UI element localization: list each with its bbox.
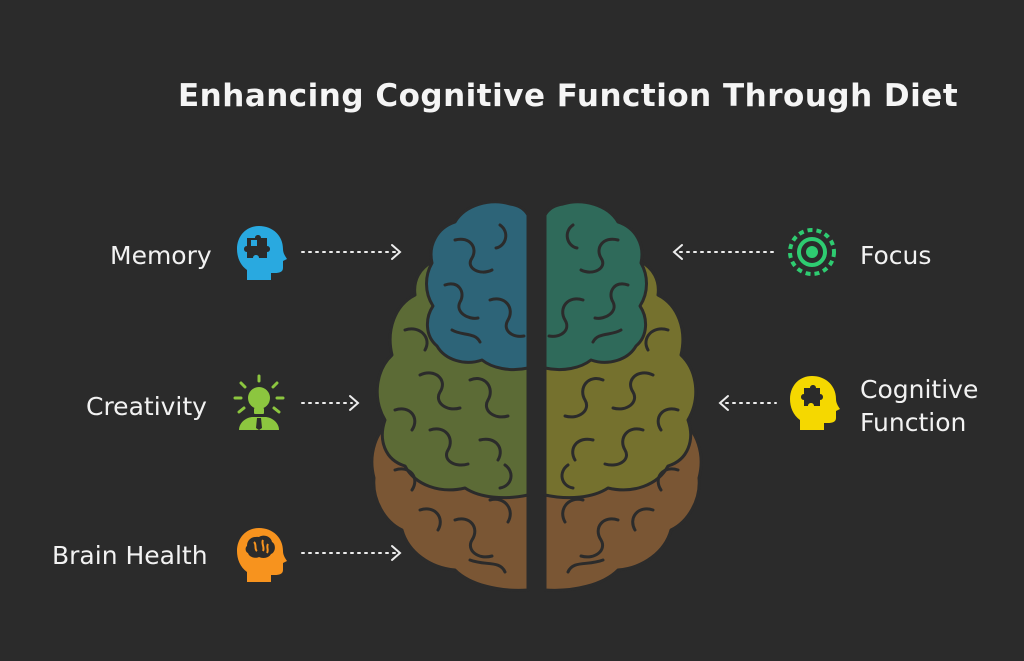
left-hemisphere <box>370 200 530 592</box>
right-top-lobe <box>543 200 648 372</box>
head-puzzle-icon <box>790 376 840 430</box>
creativity-arrow-head <box>349 395 360 411</box>
creativity-label: Creativity <box>86 392 207 421</box>
memory-label: Memory <box>110 241 212 270</box>
right-hemisphere <box>543 200 703 592</box>
cognitive-function-label-line2: Function <box>860 408 967 437</box>
memory-arrow-head <box>391 244 402 260</box>
brain-health-label: Brain Health <box>52 541 208 570</box>
head-puzzle-icon <box>237 226 287 280</box>
brain-health-arrow-head <box>391 545 402 561</box>
cognitive-arrow-head <box>718 395 729 411</box>
arrows <box>301 244 777 561</box>
focus-label: Focus <box>860 241 932 270</box>
left-top-lobe <box>425 200 530 372</box>
focus-arrow-head <box>672 244 683 260</box>
head-brain-icon <box>237 528 287 582</box>
page-title: Enhancing Cognitive Function Through Die… <box>178 78 959 114</box>
target-icon <box>788 228 836 276</box>
cognitive-function-label-line1: Cognitive <box>860 375 979 404</box>
lightbulb-person-icon <box>233 374 285 430</box>
